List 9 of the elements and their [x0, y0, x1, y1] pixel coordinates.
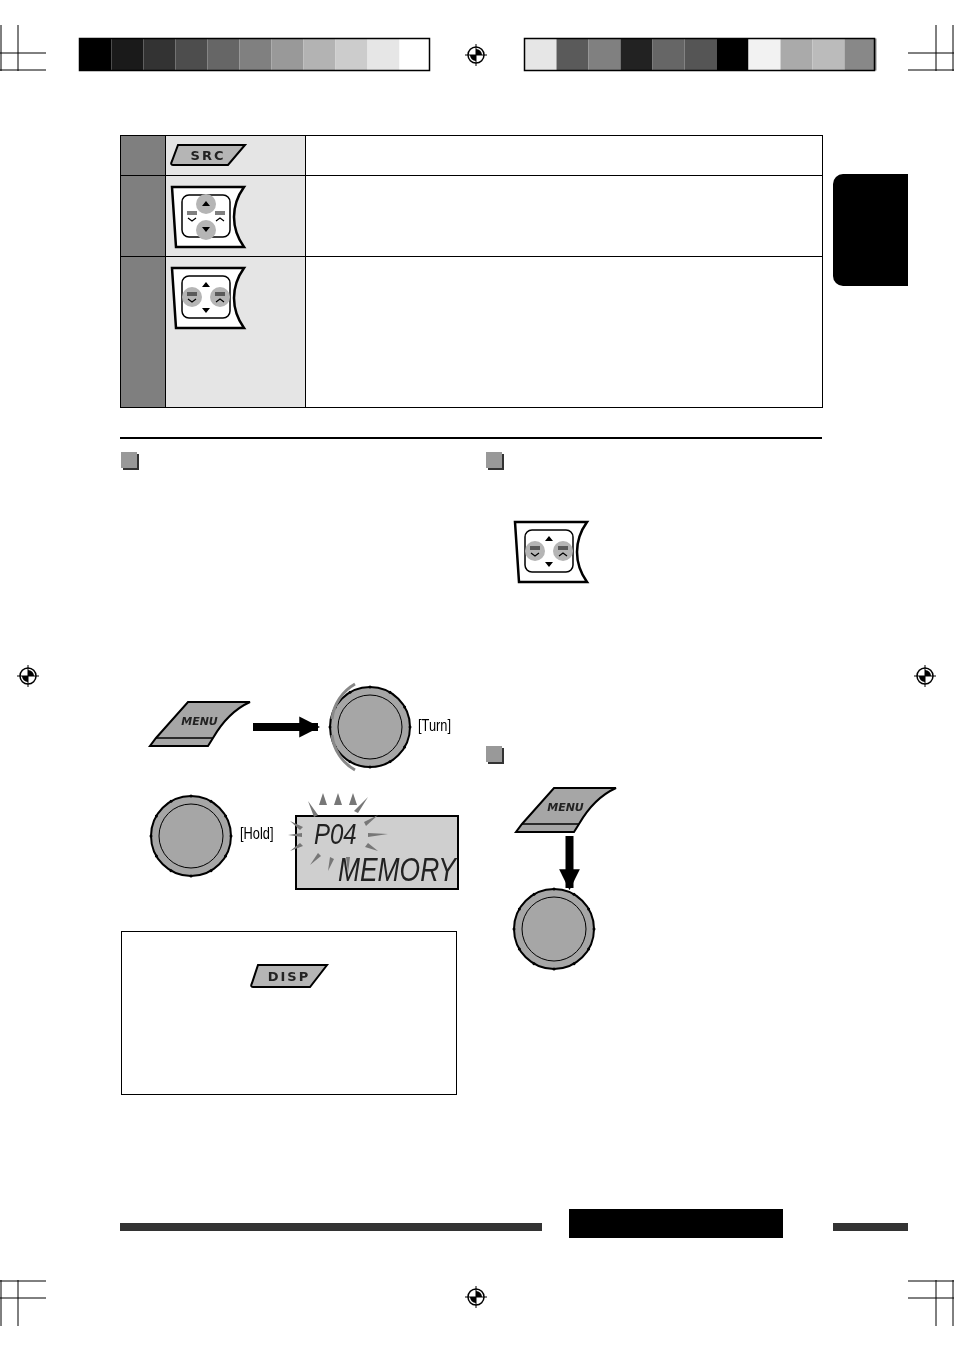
knob-action-label: [Turn]: [418, 717, 451, 735]
display-text: MEMORY: [338, 853, 456, 886]
control-knob: [150, 795, 232, 877]
knob-action-label: [Hold]: [240, 825, 274, 843]
menu-button: MENU: [514, 786, 617, 834]
menu-button: MENU: [148, 700, 251, 748]
display-button: DISP: [250, 963, 328, 989]
display-text: P04: [314, 819, 357, 849]
control-knob: [513, 888, 595, 970]
